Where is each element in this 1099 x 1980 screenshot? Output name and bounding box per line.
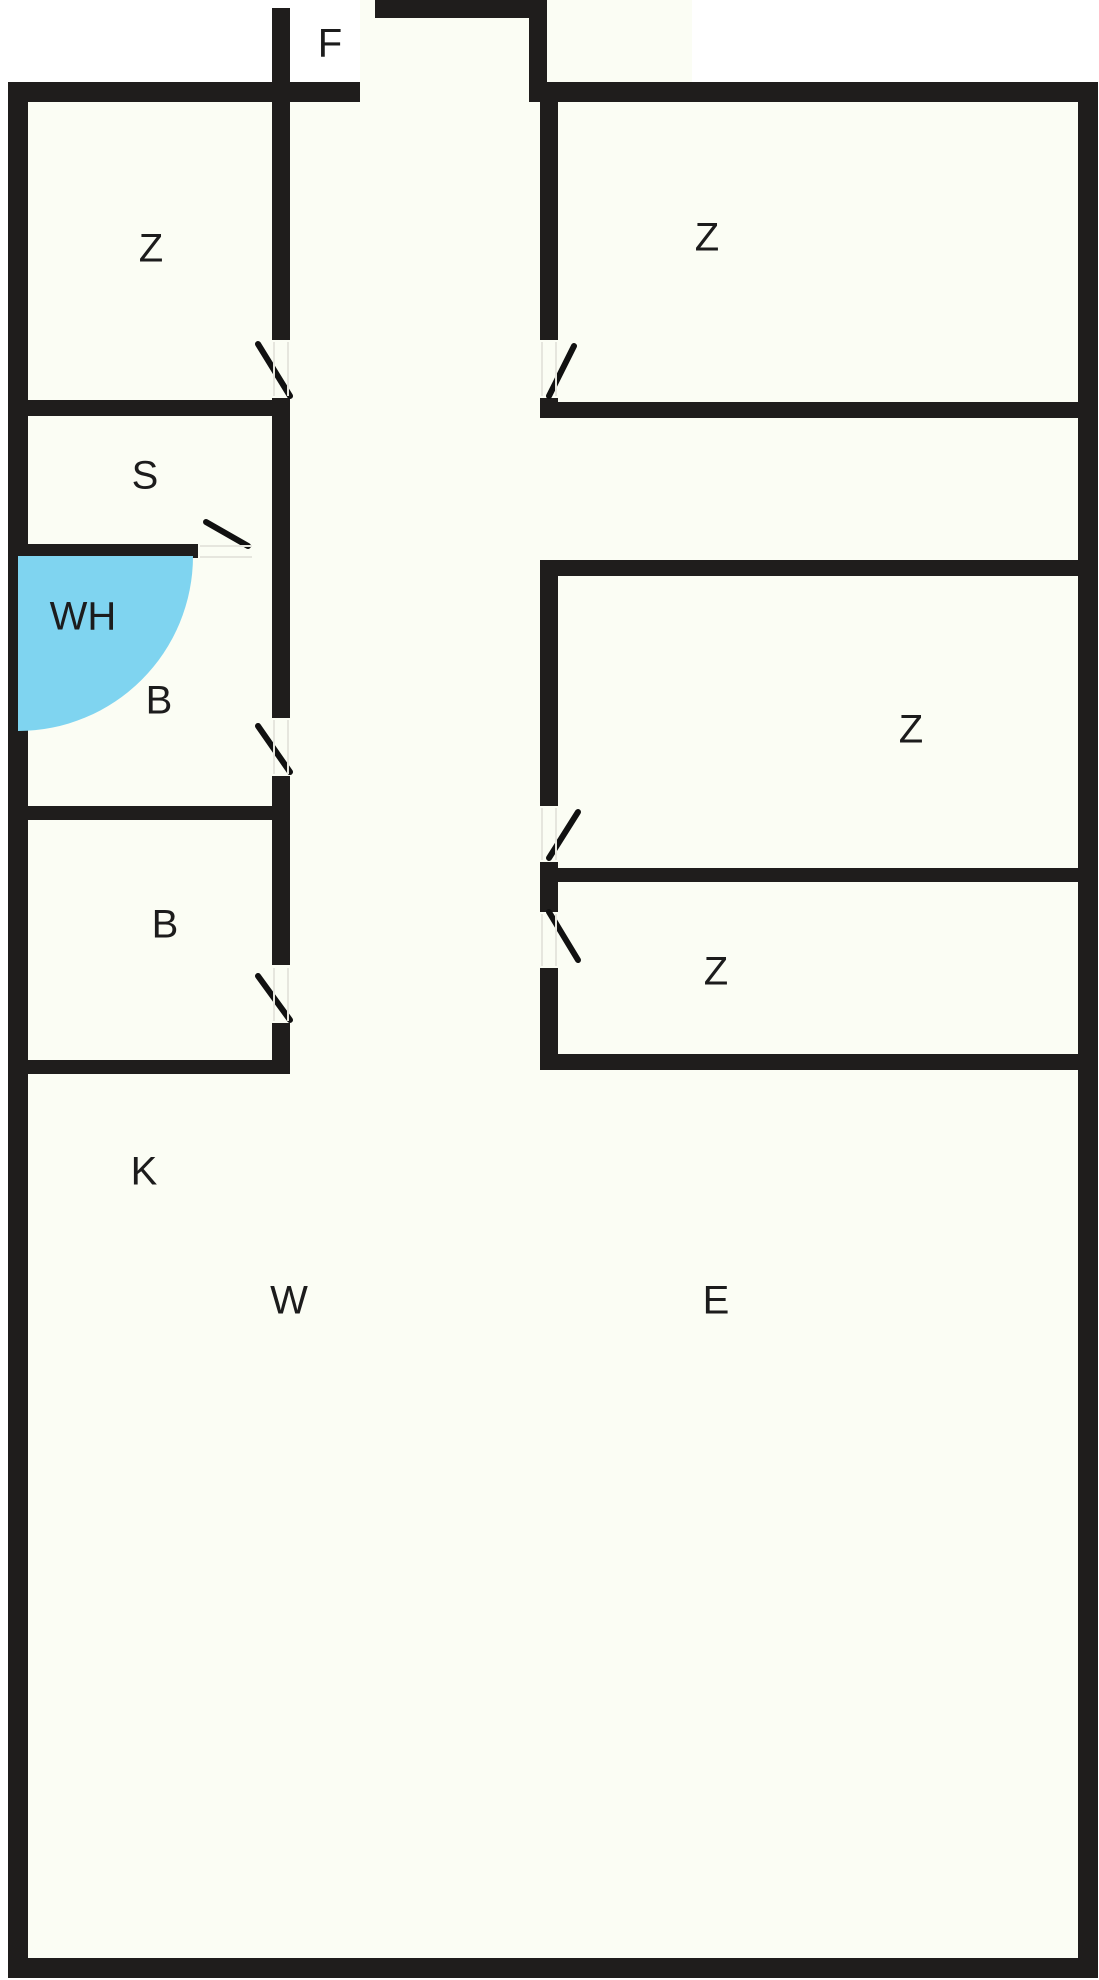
corridor-left-wall — [272, 8, 290, 1070]
foyer-wall-stub — [290, 82, 360, 96]
right-interior-walls — [540, 96, 1098, 1070]
door-jambs — [200, 342, 557, 1021]
floor-fills — [8, 0, 1098, 1978]
door-swing-z-mid-right — [546, 809, 581, 861]
water-heater-shape — [18, 556, 193, 731]
door-swing-z-top-right — [546, 343, 577, 399]
door-swing-s — [203, 519, 251, 549]
left-interior-walls — [8, 400, 290, 1074]
door-swing-z-low-right — [546, 909, 581, 963]
